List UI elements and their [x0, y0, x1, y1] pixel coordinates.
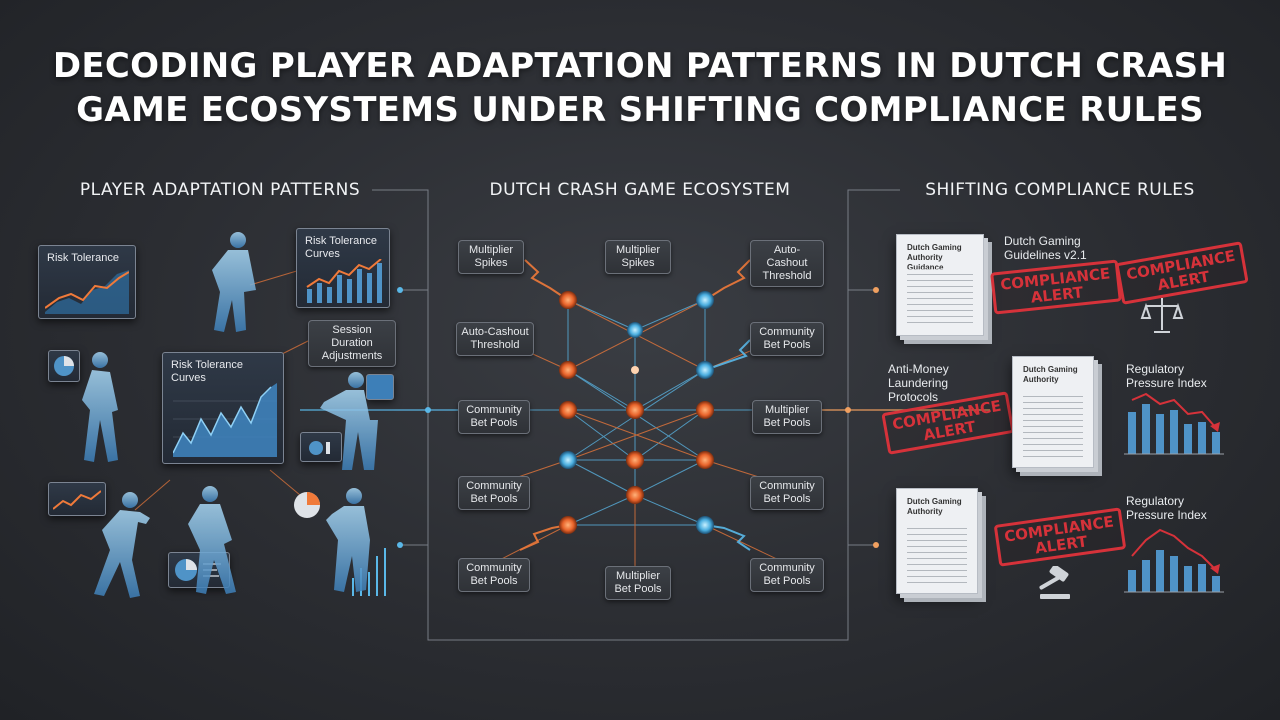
pie-icon — [54, 356, 74, 376]
chip-community-bet-pools-r2: Community Bet Pools — [750, 476, 824, 510]
chip-community-bet-pools-l2: Community Bet Pools — [458, 476, 530, 510]
gavel-icon — [1039, 566, 1070, 599]
risk-tolerance-small-curve — [45, 270, 129, 314]
chip-auto-cashout-left: Auto-Cashout Threshold — [456, 322, 534, 356]
chip-community-bet-pools-l1: Community Bet Pools — [458, 400, 530, 434]
risk-tolerance-main-area — [173, 383, 277, 457]
risk-tolerance-top-bars — [306, 259, 382, 303]
chip-auto-cashout-right: Auto-Cashout Threshold — [750, 240, 824, 287]
scales-of-justice-icon — [1140, 298, 1184, 333]
session-duration-label: Session Duration Adjustments — [308, 320, 396, 367]
risk-tolerance-chart-small: Risk Tolerance — [38, 245, 136, 319]
pie-icon-orange — [294, 492, 320, 518]
chip-multiplier-bet-pools-bottom: Multiplier Bet Pools — [605, 566, 671, 600]
page-title: DECODING PLAYER ADAPTATION PATTERNS IN D… — [52, 46, 1228, 130]
chip-community-bet-pools-r1: Community Bet Pools — [750, 322, 824, 356]
pressure-index-chart-1 — [1124, 392, 1224, 455]
regulatory-pressure-index-label-1: Regulatory Pressure Index — [1126, 362, 1207, 390]
column-heading-compliance: SHIFTING COMPLIANCE RULES — [925, 180, 1195, 200]
chip-multiplier-bet-pools-right: Multiplier Bet Pools — [752, 400, 822, 434]
regulation-document-1: Dutch Gaming Authority Guidance — [896, 234, 984, 336]
chart-card-mid — [300, 432, 342, 462]
dutch-gaming-guidelines-label: Dutch Gaming Guidelines v2.1 — [1004, 234, 1087, 262]
regulatory-pressure-index-label-2: Regulatory Pressure Index — [1126, 494, 1207, 522]
chip-multiplier-spikes-center: Multiplier Spikes — [605, 240, 671, 274]
player-figures — [82, 232, 378, 598]
regulation-document-2: Dutch Gaming Authority — [1012, 356, 1094, 468]
trend-mini-line — [53, 490, 101, 510]
screen-card — [366, 374, 394, 400]
pressure-index-chart-2 — [1124, 528, 1224, 593]
chip-multiplier-spikes-left: Multiplier Spikes — [458, 240, 524, 274]
trend-card-small — [48, 482, 106, 516]
pie-card-left — [48, 350, 80, 382]
mini-chart-icon — [309, 441, 330, 455]
chip-community-bet-pools-l3: Community Bet Pools — [458, 558, 530, 592]
risk-tolerance-curves-chart-top: Risk Tolerance Curves — [296, 228, 390, 308]
column-heading-crash-ecosystem: DUTCH CRASH GAME ECOSYSTEM — [489, 180, 791, 200]
column-heading-player-adaptation: PLAYER ADAPTATION PATTERNS — [79, 180, 361, 200]
risk-tolerance-curves-chart-main: Risk Tolerance Curves — [162, 352, 284, 464]
regulation-document-3: Dutch Gaming Authority — [896, 488, 978, 594]
chip-community-bet-pools-r3: Community Bet Pools — [750, 558, 824, 592]
anti-money-laundering-label: Anti-Money Laundering Protocols — [888, 362, 949, 404]
